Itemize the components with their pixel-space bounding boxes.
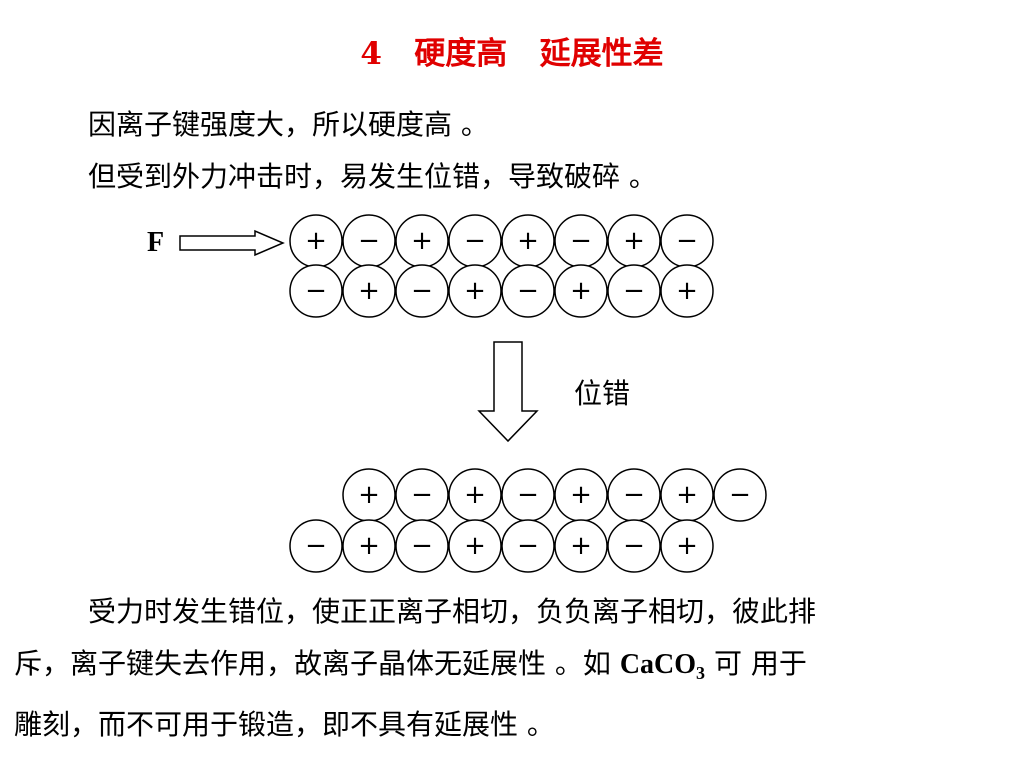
force-label: F <box>147 227 164 258</box>
ion-circle <box>660 519 714 573</box>
ion-circle <box>554 264 608 318</box>
ion-circle <box>607 264 661 318</box>
ion-circle <box>448 519 502 573</box>
negative-ion-label: − <box>517 276 539 306</box>
statement-hardness: 因离子键强度大，所以硬度高 。 <box>88 108 489 141</box>
positive-ion-label: + <box>676 531 698 561</box>
negative-ion-label: − <box>358 226 380 256</box>
ion-circle <box>607 519 661 573</box>
positive-ion-label: + <box>676 480 698 510</box>
negative-ion-label: − <box>676 226 698 256</box>
ion-circle <box>501 264 555 318</box>
positive-ion-label: + <box>676 276 698 306</box>
positive-ion-label: + <box>305 226 327 256</box>
formula-subscript: 3 <box>696 663 706 683</box>
ion-circle <box>395 519 449 573</box>
negative-ion-label: − <box>570 226 592 256</box>
ion-circle <box>289 519 343 573</box>
positive-ion-label: + <box>411 226 433 256</box>
ion-row-after-bottom: − + − + − + − + <box>289 519 714 573</box>
ion-circle <box>501 519 555 573</box>
ion-circle <box>660 264 714 318</box>
paragraph-line-1: 受力时发生错位，使正正离子相切，负负离子相切，彼此排 <box>88 595 817 628</box>
negative-ion-label: − <box>623 531 645 561</box>
positive-ion-label: + <box>623 226 645 256</box>
ion-row-after-top: + − + − + − + − <box>342 468 767 522</box>
negative-ion-label: − <box>305 531 327 561</box>
negative-ion-label: − <box>305 276 327 306</box>
negative-ion-label: − <box>411 276 433 306</box>
positive-ion-label: + <box>464 531 486 561</box>
slide-title: 4 硬度高 延展性差 <box>360 36 664 72</box>
negative-ion-label: − <box>517 480 539 510</box>
statement-brittleness: 但受到外力冲击时，易发生位错，导致破碎 。 <box>88 160 657 193</box>
ion-circle <box>554 519 608 573</box>
negative-ion-label: − <box>411 531 433 561</box>
caco3-formula: CaCO3 <box>619 649 706 683</box>
ion-circle <box>395 264 449 318</box>
explanation-paragraph: 受力时发生错位，使正正离子相切，负负离子相切，彼此排 斥，离子键失去作用，故离子… <box>14 586 1010 751</box>
positive-ion-label: + <box>570 480 592 510</box>
positive-ion-label: + <box>358 480 380 510</box>
negative-ion-label: − <box>623 480 645 510</box>
ion-circle <box>342 264 396 318</box>
positive-ion-label: + <box>464 276 486 306</box>
negative-ion-label: − <box>729 480 751 510</box>
ion-circle <box>342 519 396 573</box>
negative-ion-label: − <box>464 226 486 256</box>
paragraph-line-2-tail: 可 用于 <box>705 647 807 680</box>
paragraph-line-2: 斥，离子键失去作用，故离子晶体无延展性 。如 CaCO3 可 用于 <box>14 638 1010 699</box>
negative-ion-label: − <box>517 531 539 561</box>
ion-circle <box>289 264 343 318</box>
positive-ion-label: + <box>358 276 380 306</box>
positive-ion-label: + <box>358 531 380 561</box>
negative-ion-label: − <box>623 276 645 306</box>
positive-ion-label: + <box>517 226 539 256</box>
negative-ion-label: − <box>411 480 433 510</box>
force-arrow-icon <box>179 229 285 257</box>
ion-row-before-bottom: − + − + − + − + <box>289 264 714 318</box>
positive-ion-label: + <box>464 480 486 510</box>
positive-ion-label: + <box>570 276 592 306</box>
ion-circle <box>713 468 767 522</box>
down-arrow-icon <box>477 341 539 443</box>
positive-ion-label: + <box>570 531 592 561</box>
paragraph-line-3: 雕刻，而不可用于锻造，即不具有延展性 。 <box>14 708 555 741</box>
ion-circle <box>448 264 502 318</box>
formula-main: CaCO <box>619 649 697 680</box>
paragraph-line-2-text: 斥，离子键失去作用，故离子晶体无延展性 。如 <box>14 647 620 680</box>
ion-row-before-top: + − + − + − + − <box>289 214 714 268</box>
dislocation-label: 位错 <box>574 377 630 410</box>
